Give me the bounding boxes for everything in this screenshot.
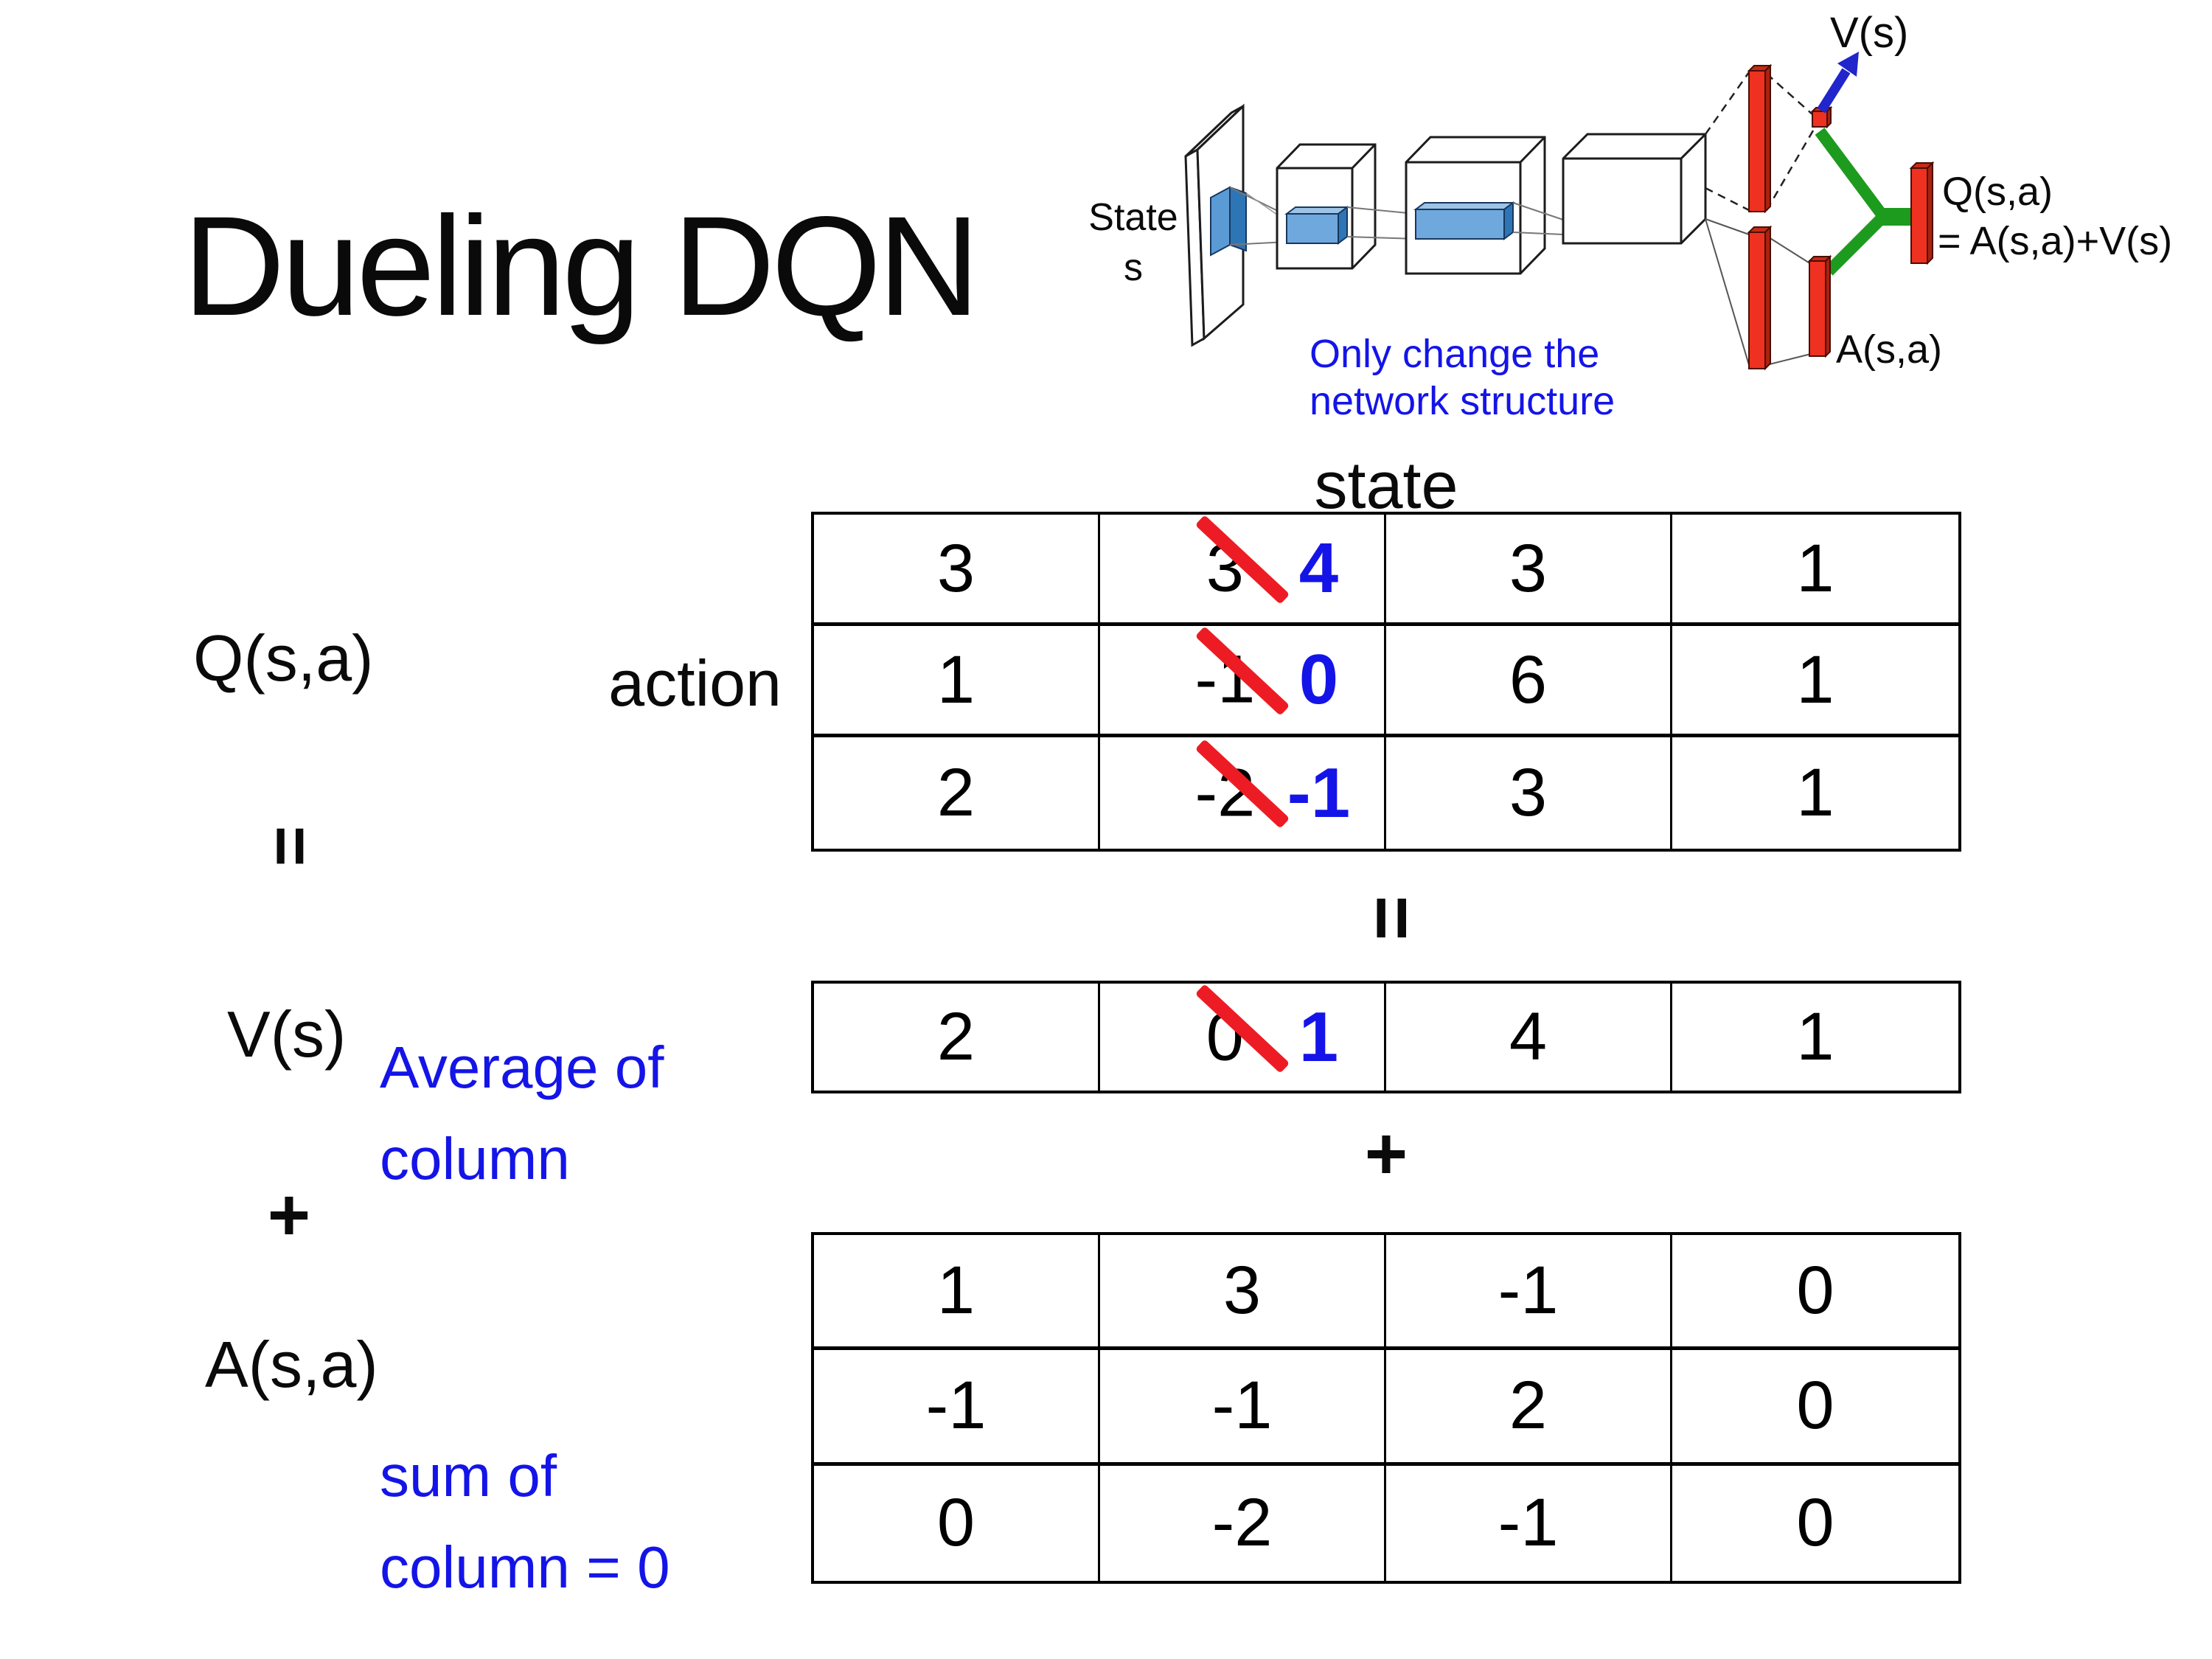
new-value: 1 — [1298, 997, 1339, 1077]
connector-line — [1512, 232, 1564, 235]
q-cell-r3c1: 2 — [814, 737, 1100, 849]
v-value-table: 2 0 1 4 1 — [811, 981, 1961, 1093]
advantage-table: 1 3 -1 0 -1 -1 2 0 0 -2 -1 0 — [811, 1232, 1961, 1584]
q-cell-r2c1: 1 — [814, 626, 1100, 737]
connector-line — [1346, 206, 1416, 215]
v-vector-label: V(s) — [227, 998, 347, 1071]
plus-sign-left: + — [267, 1173, 311, 1256]
q-cell-r2c2: -1 0 — [1100, 626, 1386, 737]
state-input-label-line1: State — [1088, 196, 1178, 239]
a-cell-r3c4: 0 — [1796, 1485, 1834, 1561]
advantage-bar — [1807, 254, 1832, 358]
q-cell-r3c2: -2 -1 — [1100, 737, 1386, 849]
green-merge-connector — [1815, 128, 1913, 276]
sum-of-column-note: sum of column = 0 — [380, 1430, 670, 1613]
v-cell-c2: 0 1 — [1100, 984, 1386, 1091]
feature-slab-2 — [1413, 201, 1515, 240]
new-value: -1 — [1287, 753, 1351, 832]
conv-box-3 — [1562, 133, 1707, 245]
v-cell-c3: 4 — [1386, 984, 1672, 1091]
q-cell-r3c4: 1 — [1796, 755, 1834, 830]
a-cell-r1c3: -1 — [1386, 1235, 1672, 1351]
a-cell-r3c1: 0 — [814, 1465, 1100, 1581]
q-cell-r1c3: 3 — [1386, 515, 1672, 626]
v-output-label: V(s) — [1830, 9, 1908, 57]
new-value: 0 — [1298, 640, 1339, 719]
a-cell-r1c4: 0 — [1672, 1235, 1958, 1351]
dueling-network-diagram: V(s) State s Q(s,a) = A(s,a)+V(s) A(s,a)… — [1088, 9, 2172, 423]
a-matrix-label: A(s,a) — [205, 1328, 378, 1401]
note-line: sum of — [380, 1443, 557, 1509]
plus-sign-center: + — [1364, 1112, 1408, 1195]
v-arrow-icon — [1817, 52, 1859, 114]
dashed-connector — [1704, 72, 1817, 212]
note-line: column — [380, 1126, 570, 1192]
q-value-table: 3 3 4 3 1 1 -1 0 6 1 2 -2 -1 3 1 — [811, 512, 1961, 852]
q-cell-r1c4: 1 — [1672, 515, 1958, 626]
state-input-label-line2: s — [1124, 246, 1143, 289]
note-line: column = 0 — [380, 1534, 670, 1600]
diagram-note-line1: Only change the — [1310, 332, 1599, 376]
a-cell-r1c1: 1 — [814, 1235, 1100, 1351]
q-cell-r2c3: 6 — [1386, 626, 1672, 737]
equals-sign-left: = — [251, 825, 330, 866]
connector-line — [1346, 236, 1416, 240]
q-output-label-line1: Q(s,a) — [1942, 170, 2053, 214]
new-value: 4 — [1298, 529, 1339, 608]
a-cell-r2c2: -1 — [1100, 1350, 1386, 1466]
action-row-label: action — [608, 647, 782, 720]
q-cell-r1c1: 3 — [814, 515, 1100, 626]
q-matrix-label: Q(s,a) — [193, 622, 374, 695]
average-of-column-note: Average of column — [380, 1022, 664, 1205]
a-cell-r3c3: -1 — [1386, 1465, 1672, 1581]
q-output-label-line2: = A(s,a)+V(s) — [1938, 219, 2172, 263]
q-cell-r1c2: 3 4 — [1100, 515, 1386, 626]
equals-sign-center: = — [1349, 895, 1436, 941]
note-line: Average of — [380, 1034, 664, 1100]
diagram-note-line2: network structure — [1310, 379, 1615, 423]
page-title: Dueling DQN — [183, 187, 980, 345]
q-cell-r3c3: 3 — [1386, 737, 1672, 849]
fc-bar-bottom — [1747, 225, 1773, 371]
connector-line — [1512, 202, 1564, 220]
a-cell-r2c3: 2 — [1386, 1350, 1672, 1466]
a-cell-r1c2: 3 — [1100, 1235, 1386, 1351]
a-cell-r2c1: -1 — [814, 1350, 1100, 1466]
q-cell-r2c4: 1 — [1672, 626, 1958, 737]
conv-filter-wedge — [1210, 186, 1247, 257]
thin-connector — [1705, 218, 1812, 366]
v-cell-c4: 1 — [1796, 999, 1834, 1074]
feature-slab-1 — [1284, 206, 1349, 245]
a-cell-r2c4: 0 — [1672, 1350, 1958, 1466]
state-column-header: state — [1314, 449, 1458, 523]
fc-bar-top — [1747, 63, 1773, 214]
a-cell-r3c2: -2 — [1100, 1465, 1386, 1581]
v-cell-c1: 2 — [814, 984, 1100, 1091]
a-output-label: A(s,a) — [1836, 327, 1942, 372]
q-output-bar — [1909, 161, 1935, 265]
